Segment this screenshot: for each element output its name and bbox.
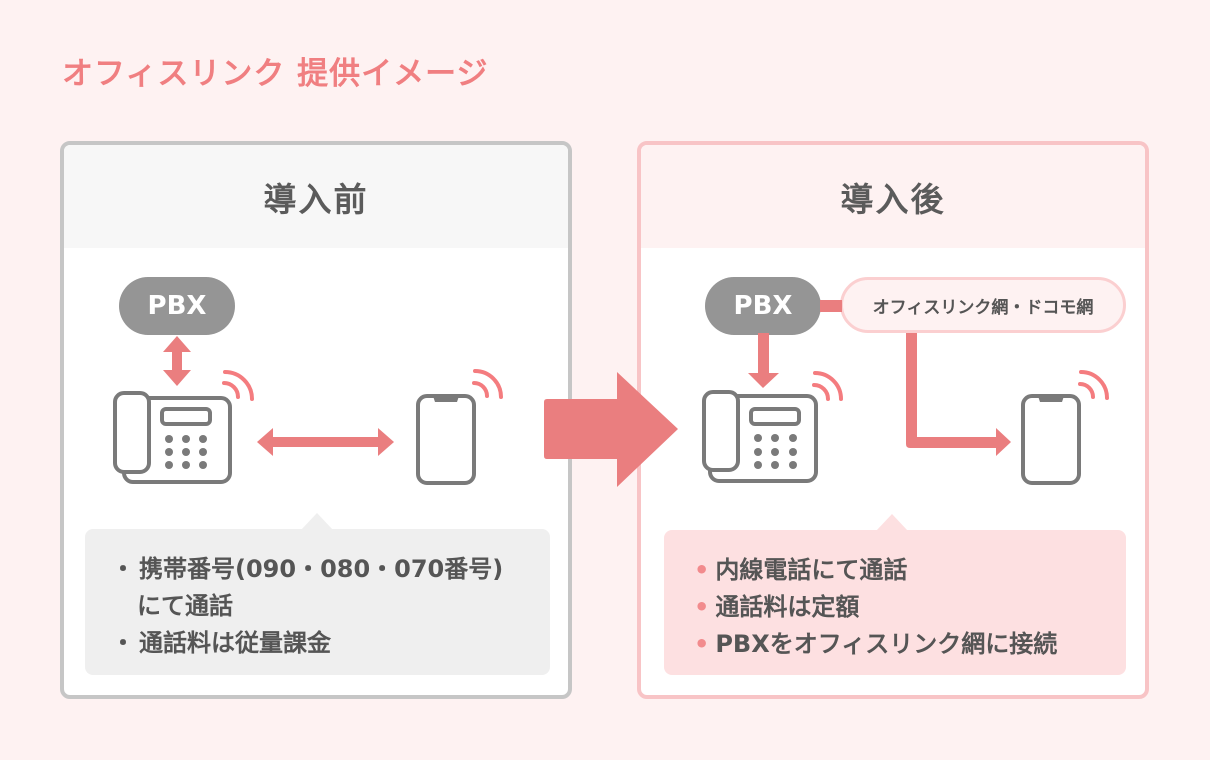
- after-note-text: PBXをオフィスリンク網に接続: [715, 630, 1058, 658]
- after-notes: •内線電話にて通話 •通話料は定額 •PBXをオフィスリンク網に接続: [664, 514, 1126, 675]
- network-node: オフィスリンク網・ドコモ網: [840, 277, 1126, 333]
- bullet: ・: [111, 629, 135, 657]
- bullet: ・: [111, 555, 135, 583]
- before-note-item: ・通話料は従量課金: [111, 625, 550, 662]
- before-pbx-node: PBX: [119, 277, 235, 335]
- network-label: オフィスリンク網・ドコモ網: [872, 297, 1094, 318]
- before-notes: ・携帯番号(090・080・070番号) にて通話 ・通話料は従量課金: [85, 513, 550, 675]
- bullet: •: [694, 630, 710, 658]
- after-heading: 導入後: [641, 145, 1145, 248]
- after-pbx-node: PBX: [705, 277, 821, 335]
- before-note-text: 携帯番号(090・080・070番号): [139, 555, 504, 583]
- after-note-item: •PBXをオフィスリンク網に接続: [694, 626, 1126, 663]
- bullet: •: [694, 593, 710, 621]
- after-note-item: •内線電話にて通話: [694, 552, 1126, 589]
- before-note-item: ・携帯番号(090・080・070番号): [111, 551, 550, 588]
- page-title: オフィスリンク 提供イメージ: [62, 56, 489, 92]
- bullet: •: [694, 556, 710, 584]
- after-note-item: •通話料は定額: [694, 589, 1126, 626]
- before-heading: 導入前: [64, 145, 568, 248]
- before-note-text: 通話料は従量課金: [139, 629, 331, 657]
- before-note-continuation: にて通話: [137, 592, 233, 620]
- after-note-text: 通話料は定額: [715, 593, 860, 621]
- before-pbx-label: PBX: [147, 291, 207, 321]
- after-pbx-label: PBX: [733, 291, 793, 321]
- after-note-text: 内線電話にて通話: [715, 556, 908, 584]
